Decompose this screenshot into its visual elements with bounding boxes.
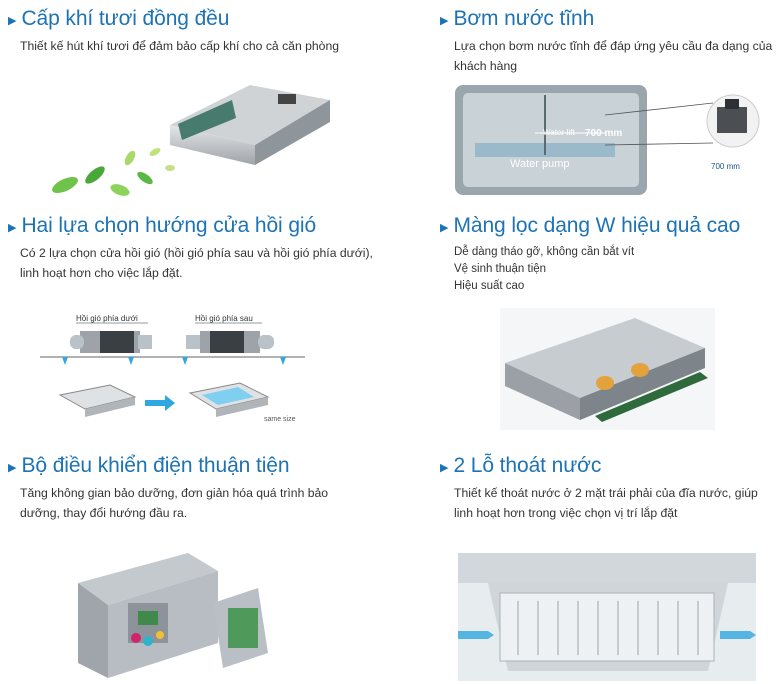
- rear-return-label: Hồi gió phía sau: [195, 314, 253, 323]
- feature-line: Dễ dàng tháo gỡ, không cần bắt vít: [454, 246, 635, 258]
- feature-title: Bơm nước tĩnh: [453, 7, 595, 30]
- feature-description: Thiết kế hút khí tươi để đảm bảo cấp khí…: [20, 39, 339, 53]
- duct-unit-icon: [186, 331, 274, 353]
- feature-description: Lựa chọn bơm nước tĩnh để đáp ứng yêu cầ…: [454, 39, 773, 73]
- play-arrow-icon: ▶: [8, 14, 17, 27]
- feature-line: Hiệu suất cao: [454, 280, 525, 292]
- feature-description: Có 2 lựa chọn cửa hồi gió (hồi gió phía …: [20, 246, 373, 280]
- lift-value-label: 700 mm: [585, 128, 622, 139]
- panel-box-icon: [58, 384, 137, 417]
- panel-box-icon: [188, 382, 270, 417]
- fresh-air-unit-image: [52, 85, 330, 196]
- feature-title: Bộ điều khiển điện thuận tiện: [21, 454, 290, 477]
- feature-title-row: ▶ Màng lọc dạng W hiệu quả cao: [440, 213, 781, 239]
- feature-fresh-air: ▶ Cấp khí tươi đồng đều Thiết kế hút khí…: [8, 6, 378, 56]
- feature-description: Tăng không gian bảo dưỡng, đơn giản hóa …: [20, 486, 329, 520]
- play-arrow-icon: ▶: [8, 221, 17, 234]
- feature-title-row: ▶ 2 Lỗ thoát nước: [440, 453, 781, 479]
- w-filter-image: [500, 308, 715, 430]
- feature-title: Cấp khí tươi đồng đều: [21, 7, 230, 30]
- play-arrow-icon: ▶: [8, 461, 17, 474]
- feature-title-row: ▶ Bộ điều khiển điện thuận tiện: [8, 453, 378, 479]
- feature-title: 2 Lỗ thoát nước: [453, 454, 602, 477]
- same-size-label: same size: [264, 416, 296, 423]
- feature-controller: ▶ Bộ điều khiển điện thuận tiện Tăng khô…: [8, 453, 378, 523]
- feature-title-row: ▶ Cấp khí tươi đồng đều: [8, 6, 378, 32]
- feature-bullet-lines: Dễ dàng tháo gỡ, không cần bắt vít Vệ si…: [454, 244, 781, 295]
- pump-motor-icon: [706, 94, 760, 148]
- leaf-icon: [52, 148, 175, 196]
- controller-image: [78, 553, 268, 678]
- feature-water-pump: ▶ Bơm nước tĩnh Lựa chọn bơm nước tĩnh đ…: [440, 6, 781, 76]
- airflow-arrow-icon: [62, 357, 286, 365]
- feature-return-air: ▶ Hai lựa chọn hướng cửa hồi gió Có 2 lự…: [8, 213, 378, 283]
- feature-drain-holes: ▶ 2 Lỗ thoát nước Thiết kế thoát nước ở …: [440, 453, 781, 523]
- feature-description: Thiết kế thoát nước ở 2 mặt trái phải củ…: [454, 486, 758, 520]
- filter-panel-icon: [595, 372, 708, 422]
- duct-unit-icon: [70, 331, 152, 353]
- control-board-icon: [128, 603, 168, 646]
- feature-title: Màng lọc dạng W hiệu quả cao: [453, 214, 741, 237]
- water-pump-label: Water pump: [510, 158, 570, 170]
- callout-value-label: 700 mm: [711, 162, 740, 171]
- feature-title: Hai lựa chọn hướng cửa hồi gió: [21, 214, 317, 237]
- water-pump-image: Water-lift 700 mm Water pump 700 mm: [455, 85, 760, 195]
- bottom-return-label: Hồi gió phía dưới: [76, 314, 138, 323]
- play-arrow-icon: ▶: [440, 14, 449, 27]
- drain-arrow-icon: [458, 631, 756, 639]
- water-lift-label: Water-lift: [543, 128, 575, 137]
- play-arrow-icon: ▶: [440, 221, 449, 234]
- feature-title-row: ▶ Hai lựa chọn hướng cửa hồi gió: [8, 213, 378, 239]
- feature-w-filter: ▶ Màng lọc dạng W hiệu quả cao Dễ dàng t…: [440, 213, 781, 295]
- return-air-diagram: Hồi gió phía dưới Hồi gió phía sau same …: [40, 314, 305, 423]
- drain-holes-image: [458, 553, 756, 681]
- play-arrow-icon: ▶: [440, 461, 449, 474]
- feature-line: Vệ sinh thuận tiện: [454, 263, 547, 275]
- right-arrow-icon: [145, 395, 175, 411]
- feature-title-row: ▶ Bơm nước tĩnh: [440, 6, 781, 32]
